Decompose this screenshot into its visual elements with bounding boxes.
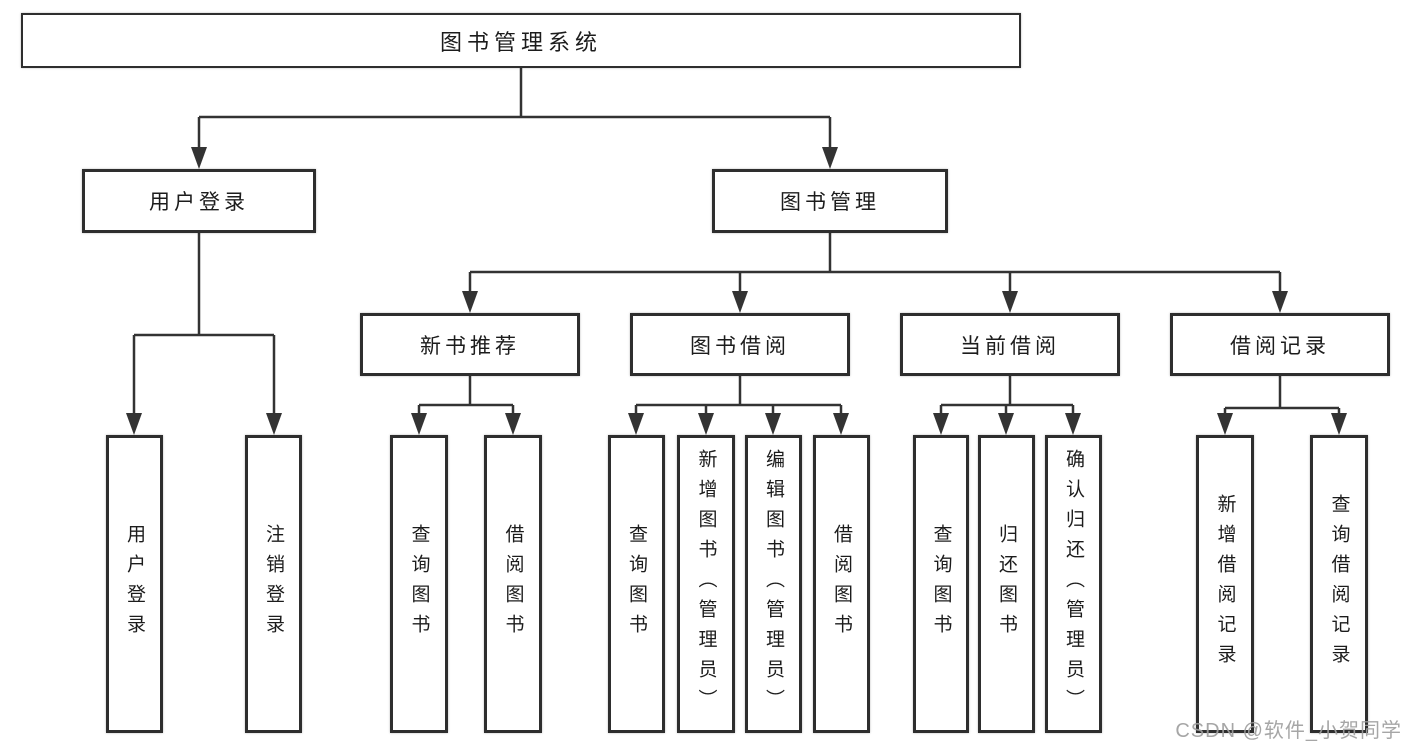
node-label: 新书推荐	[420, 334, 520, 358]
node-label: 注销登录	[263, 524, 284, 644]
csdn-watermark: CSDN @软件_小贺同学	[1175, 720, 1402, 742]
node-label: 查询借阅记录	[1328, 494, 1350, 674]
node-user-login: 用户登录	[82, 169, 316, 233]
node-label: 新增借阅记录	[1214, 494, 1236, 674]
leaf-logout: 注销登录	[245, 435, 302, 733]
node-label: 确认归还（管理员）	[1063, 449, 1084, 719]
node-label: 借阅图书	[502, 524, 524, 644]
leaf-records-add-record: 新增借阅记录	[1196, 435, 1254, 733]
leaf-borrow-edit-book-admin: 编辑图书（管理员）	[745, 435, 802, 733]
node-label: 借阅记录	[1230, 334, 1330, 358]
node-label: 借阅图书	[831, 524, 852, 644]
leaf-current-query-book: 查询图书	[913, 435, 969, 733]
leaf-current-confirm-return-admin: 确认归还（管理员）	[1045, 435, 1102, 733]
node-label: 编辑图书（管理员）	[763, 449, 784, 719]
node-label: 查询图书	[930, 524, 952, 644]
node-label: 查询图书	[626, 524, 647, 644]
node-label: 图书管理系统	[439, 29, 602, 55]
leaf-borrow-borrow-book: 借阅图书	[813, 435, 870, 733]
leaf-borrow-add-book-admin: 新增图书（管理员）	[677, 435, 735, 733]
node-label: 用户登录	[124, 524, 145, 644]
leaf-user-login: 用户登录	[106, 435, 163, 733]
leaf-current-return-book: 归还图书	[978, 435, 1035, 733]
node-label: 图书借阅	[690, 334, 790, 358]
leaf-records-query-record: 查询借阅记录	[1310, 435, 1368, 733]
node-label: 归还图书	[996, 524, 1017, 644]
node-label: 当前借阅	[960, 334, 1060, 358]
node-borrow-records: 借阅记录	[1170, 313, 1390, 376]
node-book-borrow: 图书借阅	[630, 313, 850, 376]
node-current-borrow: 当前借阅	[900, 313, 1120, 376]
node-book-management: 图书管理	[712, 169, 948, 233]
node-library-management-system: 图书管理系统	[21, 13, 1021, 68]
node-label: 查询图书	[408, 524, 430, 644]
node-label: 图书管理	[780, 191, 880, 214]
leaf-recommend-query-book: 查询图书	[390, 435, 448, 733]
leaf-borrow-query-book: 查询图书	[608, 435, 665, 733]
leaf-recommend-borrow-book: 借阅图书	[484, 435, 542, 733]
node-new-book-recommend: 新书推荐	[360, 313, 580, 376]
node-label: 用户登录	[149, 191, 249, 214]
node-label: 新增图书（管理员）	[695, 449, 717, 719]
